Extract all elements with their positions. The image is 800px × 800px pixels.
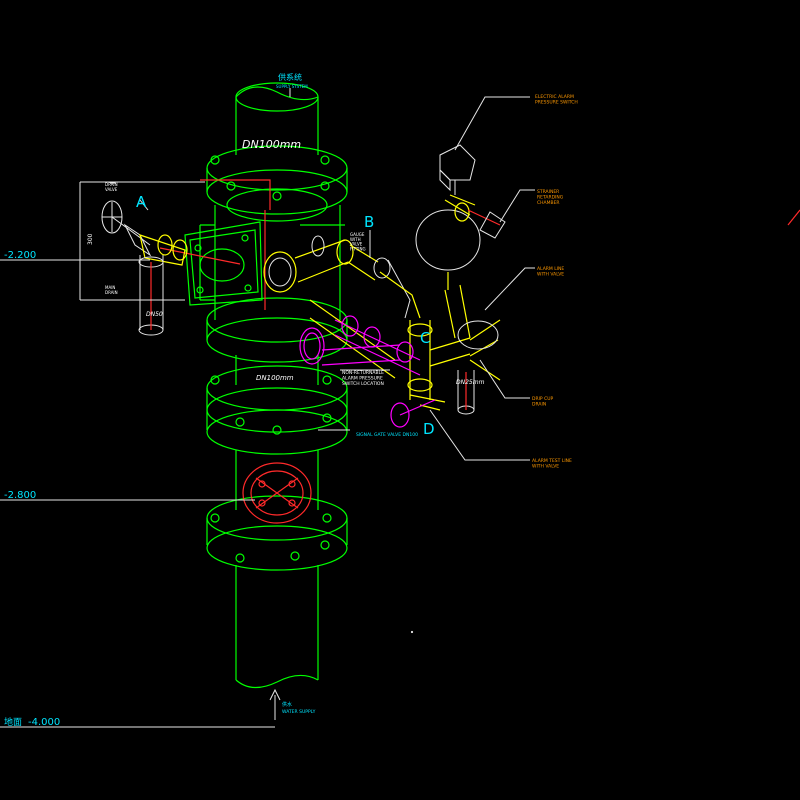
water-supply-cn: 供水 (282, 701, 292, 708)
gate-valve-label: SIGNAL GATE VALVE DN100 (356, 432, 418, 438)
elevation-2200: -2.200 (4, 250, 36, 261)
dn50-label: DN50 (146, 311, 163, 318)
main-riser-pipe (199, 82, 348, 689)
dn25-label: DN25mm (456, 379, 485, 386)
label-line: RETARDING (537, 194, 564, 200)
label-line: VALVE (105, 187, 118, 192)
label-line: ALARM PRESSURE (342, 375, 383, 381)
label-line: DRAIN (105, 290, 118, 295)
label-line: CHAMBER (537, 200, 560, 206)
elevation-4000: -4.000 (28, 717, 60, 728)
ground-cn: 地面 (4, 716, 22, 728)
pressure-switch (415, 144, 506, 290)
elevation-2800: -2.800 (4, 490, 36, 501)
trim-piping (309, 284, 501, 415)
water-supply-en: WATER SUPPLY (282, 709, 316, 715)
gauge-b (263, 235, 421, 319)
label-line: WITH VALVE (532, 463, 559, 469)
dn100-mid-label: DN100mm (256, 374, 294, 382)
label-line: FITTING (350, 246, 366, 251)
label-line: PRESSURE SWITCH (535, 99, 578, 105)
supply-system-cn: 供系统 (278, 72, 302, 82)
label-line: WITH VALVE (537, 271, 564, 277)
alarm-valve-body (159, 179, 271, 310)
label-line: VALVE (350, 242, 363, 247)
drain-valve-a (101, 200, 188, 336)
supply-system-en: SUPPLY SYSTEM (276, 84, 308, 89)
label-line: DRAIN (532, 401, 546, 407)
letter-a: A (136, 193, 147, 211)
dim-300-label: 300 (87, 233, 94, 245)
signal-gate-valve (242, 462, 312, 524)
labels: 供系统 SUPPLY SYSTEM DN100mm DN100mm DN50 D… (4, 72, 578, 728)
letter-d: D (423, 420, 435, 438)
label-line: WITH (350, 237, 361, 242)
magenta-gauge-line (299, 315, 436, 428)
label-line: SWITCH LOCATION (342, 381, 384, 387)
letter-c: C (420, 329, 430, 347)
dn100-top-label: DN100mm (242, 138, 301, 151)
leader-lines (0, 88, 800, 728)
letter-b: B (364, 213, 374, 231)
